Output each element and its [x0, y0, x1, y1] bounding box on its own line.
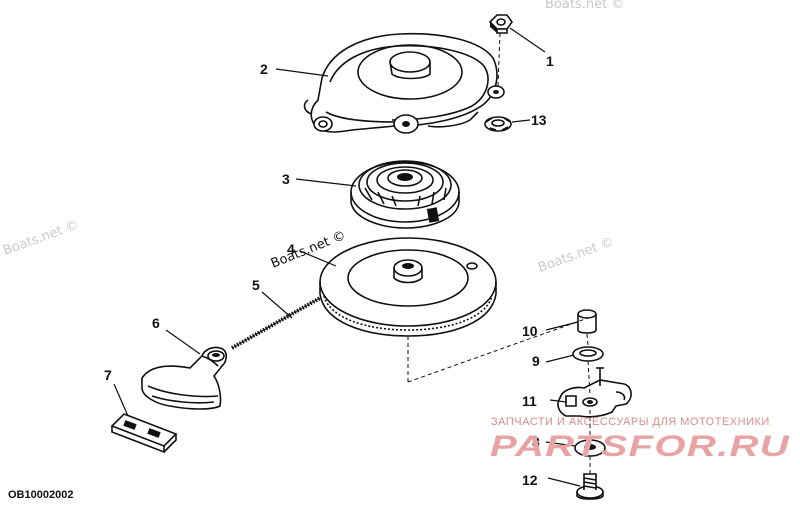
- starter-rope-part: [231, 296, 321, 350]
- assembly-lines: [407, 32, 591, 474]
- lock-washer-part: [484, 116, 512, 132]
- starter-housing-part: [303, 32, 505, 134]
- leader-lines: [113, 27, 581, 487]
- banner-brand: PARTSFOR.RU: [490, 430, 790, 463]
- watermark-topright: Boats.net ©: [545, 0, 624, 12]
- callout-5: 5: [252, 277, 260, 293]
- callout-12: 12: [522, 472, 538, 488]
- handle-insert-part: [110, 413, 178, 454]
- banner-subtitle: ЗАПЧАСТИ И АКСЕССУАРЫ ДЛЯ МОТОТЕХНИКИ: [491, 416, 770, 428]
- shoulder-screw-part: [576, 473, 604, 500]
- recoil-spring-part: [350, 160, 460, 229]
- ring-washer-part: [572, 346, 604, 362]
- hex-nut-part: [488, 14, 513, 34]
- callout-8: 8: [532, 434, 540, 450]
- bushing-part: [577, 309, 597, 334]
- callout-11: 11: [522, 393, 537, 409]
- watermark-right: Boats.net ©: [536, 235, 616, 276]
- callout-9: 9: [532, 353, 540, 369]
- callout-3: 3: [282, 171, 290, 187]
- starter-handle-part: [141, 346, 228, 410]
- callout-4: 4: [287, 241, 295, 257]
- callout-6: 6: [152, 315, 160, 331]
- callout-2: 2: [260, 61, 268, 77]
- callout-10: 10: [522, 323, 538, 339]
- callout-7: 7: [104, 367, 112, 383]
- callout-13: 13: [531, 112, 547, 128]
- diagram-code: OB10002002: [8, 489, 73, 501]
- pawl-lever-part: [557, 367, 632, 418]
- watermark-left: Boats.net ©: [1, 218, 81, 259]
- pulley-part: [319, 237, 497, 337]
- callout-1: 1: [546, 53, 554, 69]
